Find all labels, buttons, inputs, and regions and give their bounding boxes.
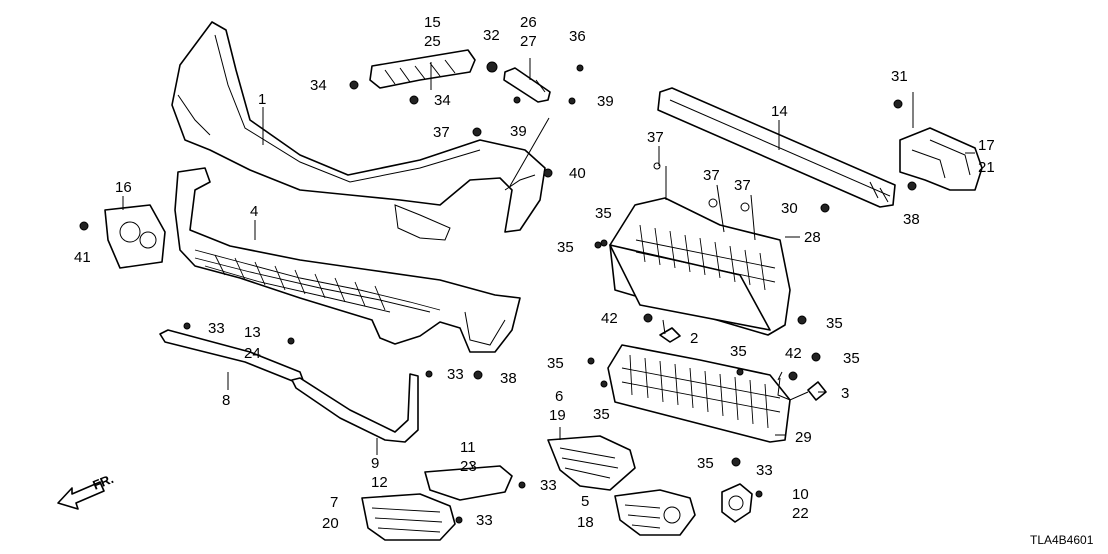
label-6: 6 [555,388,563,405]
label-14: 14 [771,103,788,120]
fog-light-cover-6 [547,435,636,491]
label-41: 41 [74,249,91,266]
label-21: 21 [978,159,995,176]
label-17: 17 [978,137,995,154]
license-plate-bracket [104,204,166,269]
diagram-code: TLA4B4601 [1030,533,1094,547]
label-33a: 33 [208,320,225,337]
label-15: 15 [424,14,441,31]
label-35g: 35 [593,406,610,423]
label-23: 23 [460,458,477,475]
label-42a: 42 [601,310,618,327]
label-38a: 38 [500,370,517,387]
label-12: 12 [371,474,388,491]
label-16: 16 [115,179,132,196]
label-35d: 35 [547,355,564,372]
label-7: 7 [330,494,338,511]
label-22: 22 [792,505,809,522]
fog-light-cover-7 [361,493,456,541]
lower-bumper [174,167,521,353]
label-18: 18 [577,514,594,531]
label-37b: 37 [647,129,664,146]
label-34b: 34 [434,92,451,109]
label-37d: 37 [734,177,751,194]
label-24: 24 [244,345,261,362]
bumper-beam [657,87,896,208]
lower-molding-strip [159,329,304,383]
label-36: 36 [569,28,586,45]
fog-bezel-10 [721,483,753,523]
label-39b: 39 [597,93,614,110]
label-39a: 39 [510,123,527,140]
label-33e: 33 [756,462,773,479]
label-38b: 38 [903,211,920,228]
label-30: 30 [781,200,798,217]
label-25: 25 [424,33,441,50]
label-2: 2 [690,330,698,347]
label-19: 19 [549,407,566,424]
label-4: 4 [250,203,258,220]
small-bracket-2 [659,327,681,343]
label-1: 1 [258,91,266,108]
direction-label: FR. [91,471,116,493]
label-8: 8 [222,392,230,409]
label-33c: 33 [540,477,557,494]
upper-shutter-assembly [609,197,791,336]
label-42b: 42 [785,345,802,362]
label-9: 9 [371,455,379,472]
label-35h: 35 [697,455,714,472]
label-31: 31 [891,68,908,85]
label-26: 26 [520,14,537,31]
small-bracket-3 [777,377,827,401]
label-35b: 35 [557,239,574,256]
label-35f: 35 [843,350,860,367]
label-13: 13 [244,324,261,341]
label-37c: 37 [703,167,720,184]
small-bracket [503,67,551,103]
label-11: 11 [460,439,476,456]
part-number-labels: 1 4 16 41 13 24 33 8 33 38 9 12 11 23 33… [74,14,995,532]
label-32: 32 [483,27,500,44]
label-35a: 35 [595,205,612,222]
label-3: 3 [841,385,849,402]
label-35c: 35 [826,315,843,332]
label-40: 40 [569,165,586,182]
label-37a: 37 [433,124,450,141]
label-10: 10 [792,486,809,503]
label-20: 20 [322,515,339,532]
fog-light-cover-5 [614,489,696,536]
leader-lines [122,58,975,469]
garnish-strip [291,373,419,443]
label-34a: 34 [310,77,327,94]
label-5: 5 [581,493,589,510]
garnish-11 [424,465,513,501]
label-33d: 33 [476,512,493,529]
label-28: 28 [804,229,821,246]
upper-bumper-cover [171,21,546,241]
fasteners [79,61,917,524]
side-bracket [369,49,476,89]
front-direction-arrow: FR. [57,471,116,510]
label-29: 29 [795,429,812,446]
label-27: 27 [520,33,537,50]
label-33b: 33 [447,366,464,383]
label-35e: 35 [730,343,747,360]
beam-bracket [899,127,983,191]
lower-shutter-assembly [607,344,791,443]
